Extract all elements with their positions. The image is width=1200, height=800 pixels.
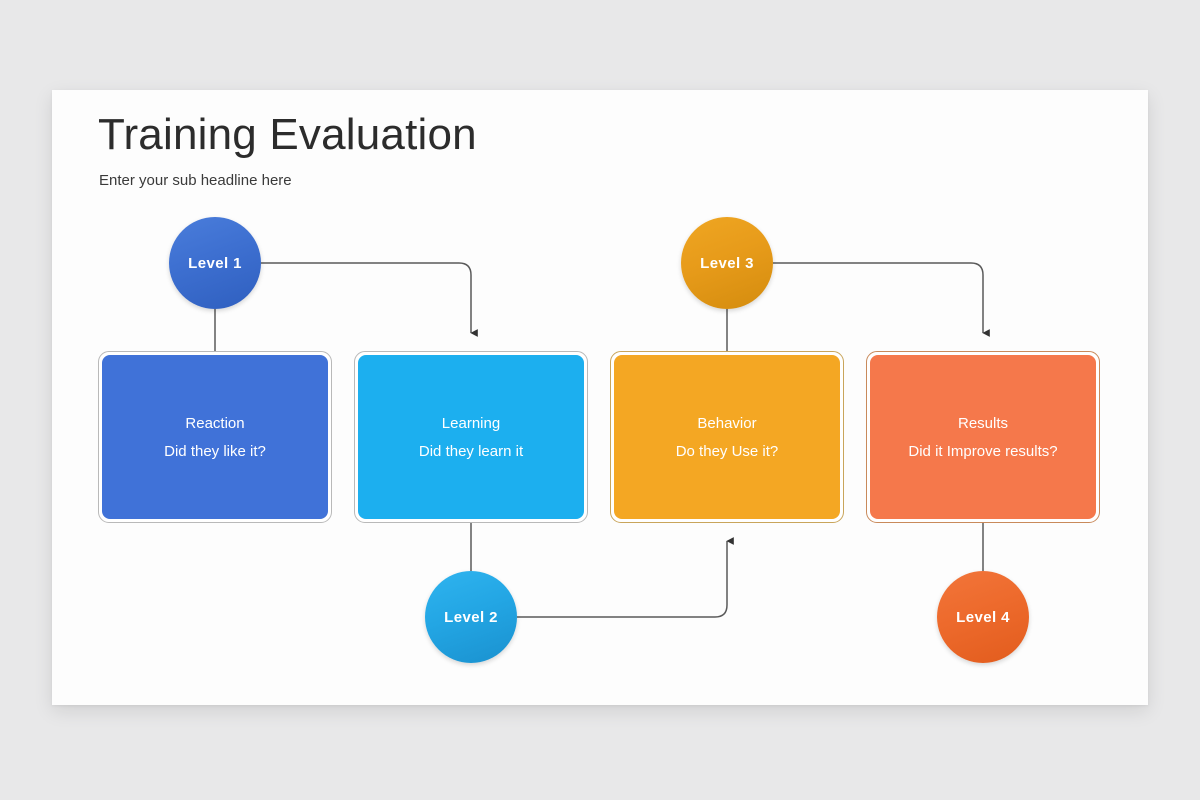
page-subtitle: Enter your sub headline here	[99, 172, 292, 189]
page-title: Training Evaluation	[98, 110, 477, 159]
stage-title: Learning	[441, 414, 501, 432]
level-circle-3[interactable]: Level 3	[681, 217, 773, 309]
level-circle-label: Level 3	[700, 254, 754, 272]
level-circle-4[interactable]: Level 4	[937, 571, 1029, 663]
stage-title: Behavior	[697, 414, 757, 432]
stage-box-learning[interactable]: Learning Did they learn it	[354, 351, 588, 523]
stage-box-behavior[interactable]: Behavior Do they Use it?	[610, 351, 844, 523]
stage-box-behavior-fill: Behavior Do they Use it?	[614, 355, 840, 519]
level-circle-label: Level 2	[444, 608, 498, 626]
stage-box-reaction-fill: Reaction Did they like it?	[102, 355, 328, 519]
stage-title: Reaction	[185, 414, 245, 432]
stage-box-results[interactable]: Results Did it Improve results?	[866, 351, 1100, 523]
stage-box-learning-fill: Learning Did they learn it	[358, 355, 584, 519]
connector-level1-to-learning	[261, 262, 478, 337]
stage-title: Results	[957, 414, 1009, 432]
level-circle-2[interactable]: Level 2	[425, 571, 517, 663]
level-circle-label: Level 4	[956, 608, 1010, 626]
stage-subtitle: Did they like it?	[164, 442, 266, 460]
level-circle-label: Level 1	[188, 254, 242, 272]
connector-level3-to-results	[773, 262, 990, 337]
stage-box-reaction[interactable]: Reaction Did they like it?	[98, 351, 332, 523]
connector-level2-to-behavior	[517, 537, 734, 618]
stage-subtitle: Did it Improve results?	[908, 442, 1058, 460]
presentation-slide: Training Evaluation Enter your sub headl…	[52, 90, 1148, 705]
stage-box-results-fill: Results Did it Improve results?	[870, 355, 1096, 519]
stage-subtitle: Do they Use it?	[675, 442, 779, 460]
level-circle-1[interactable]: Level 1	[169, 217, 261, 309]
stage-subtitle: Did they learn it	[418, 442, 524, 460]
